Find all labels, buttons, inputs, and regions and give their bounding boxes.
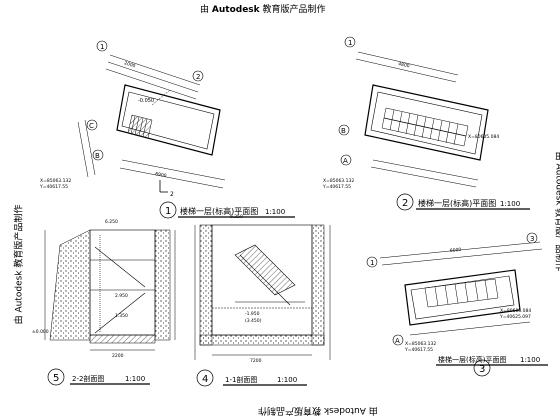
- view-3-number: 3: [479, 364, 485, 375]
- section-5-soil: [49, 229, 171, 344]
- coord-2-y: Y=40617.55: [322, 184, 351, 190]
- view-4-number: 4: [202, 374, 208, 385]
- coord-3b-x: X=85063.132: [405, 341, 436, 347]
- coord-3-y: Y=40625.097: [499, 314, 531, 320]
- axis-label-b: B: [95, 152, 100, 160]
- view-2-title-bubble: [396, 193, 414, 211]
- plan-2-stair: [381, 107, 469, 147]
- axis-label-n1: 1: [100, 43, 104, 51]
- section-5-stairs: [89, 229, 156, 336]
- elev-label-7: -1.950: [245, 311, 260, 317]
- view-2-title: 楼梯一层(标高)平面图: [418, 198, 496, 208]
- view-1-title: 楼梯一层(标高)平面图: [180, 206, 258, 216]
- view-4-scale: 1:100: [277, 376, 297, 384]
- view-3-title-bubble: [473, 359, 491, 377]
- axis-label-n1: 1: [370, 259, 374, 267]
- view-3-title: 楼梯一层(标高)平面图: [438, 355, 506, 364]
- elev-label-1: -0.050: [138, 98, 154, 104]
- coord-3-x: X=80605.084: [500, 308, 531, 314]
- dim-label-4: 4800: [398, 61, 411, 69]
- section-view-4: 6.250 -1.950 (3.450) 7200 4 1-1剖面图 1:100: [194, 214, 331, 387]
- plan-2-axes: [338, 36, 356, 166]
- plan-2-outline: [364, 84, 489, 161]
- axis-label-c: C: [89, 122, 94, 130]
- plan-3-stair: [424, 278, 499, 308]
- plan-1-axes: [86, 40, 204, 161]
- section-4-dims: [194, 225, 331, 360]
- plan-1-outline: [116, 84, 221, 156]
- plan-3-axes: [366, 232, 538, 346]
- dim-label-3: 6000: [450, 247, 462, 254]
- section-view-5: 6.250 2.950 1.350 ±0.000 2200 5 2-2剖面图 1…: [32, 219, 176, 386]
- plan-view-2: 1 B A 4800 X=85063.132 Y=40617.55 X=8060…: [322, 36, 530, 211]
- elev-label-4: 1.350: [115, 313, 128, 319]
- section-5-dims: [44, 230, 176, 351]
- elev-label-2: ±0.000: [32, 329, 49, 335]
- view-4-title-bubble: [196, 369, 214, 387]
- coord-1-y: Y=40617.55: [39, 184, 68, 190]
- plan-1-dims: [77, 54, 226, 189]
- section-mark-2: [159, 180, 168, 193]
- coord-2-x: X=85063.132: [323, 178, 354, 184]
- axis-label-n3: 3: [530, 235, 534, 243]
- view-2-number: 2: [402, 198, 408, 209]
- axis-label-n2: 2: [196, 73, 200, 81]
- plan-1-stair: [127, 89, 171, 139]
- watermark-prefix: 由: [200, 5, 210, 15]
- plan-3-dims: [379, 241, 543, 336]
- section-4-walls: [199, 224, 325, 346]
- axis-label-n1: 1: [348, 39, 352, 47]
- section-mark-2-label: 2: [170, 191, 174, 198]
- view-5-title: 2-2剖面图: [72, 374, 104, 383]
- dim-label-5: 2200: [112, 353, 124, 359]
- dim-label-1: 2000: [123, 60, 136, 69]
- coord-2b-x: X=80605.084: [468, 134, 499, 140]
- view-3-scale: 1:100: [520, 356, 540, 364]
- axis-label-b: B: [341, 127, 346, 135]
- plan-2-dims: [355, 51, 479, 188]
- elev-label-8: (3.450): [245, 318, 262, 324]
- axis-label-a: A: [395, 337, 400, 345]
- watermark-suffix: 教育版产品制作: [262, 5, 326, 15]
- watermark-brand: Autodesk: [211, 5, 260, 15]
- plan-view-1: 1 2 C B -0.050 X=85063.132 Y=40617.55 20…: [39, 40, 295, 219]
- view-1-scale: 1:100: [265, 208, 285, 216]
- axis-label-a: A: [343, 157, 348, 165]
- plan-3-outline: [404, 269, 521, 326]
- view-1-number: 1: [165, 206, 171, 217]
- dim-label-7: 7200: [250, 358, 262, 364]
- view-5-number: 5: [53, 373, 59, 384]
- watermark-top: 由 Autodesk 教育版产品制作: [200, 2, 326, 15]
- view-2-scale: 1:100: [500, 200, 520, 208]
- view-4-title: 1-1剖面图: [225, 375, 257, 384]
- view-5-scale: 1:100: [125, 375, 145, 383]
- view-4-top-elev: 6.250: [230, 214, 243, 220]
- elev-label-3: 2.950: [115, 293, 128, 299]
- plan-view-3: 1 3 A 6000 X=80605.084 Y=40625.097 X=850…: [366, 232, 548, 377]
- section-4-stairs: [211, 224, 313, 336]
- view-5-title-bubble: [47, 368, 65, 386]
- view-5-top-elev: 6.250: [105, 219, 118, 225]
- dim-label-2: 6900: [155, 171, 168, 179]
- coord-1-x: X=85063.132: [40, 178, 71, 184]
- coord-3b-y: Y=40617.55: [404, 347, 433, 353]
- view-1-title-bubble: [159, 201, 177, 219]
